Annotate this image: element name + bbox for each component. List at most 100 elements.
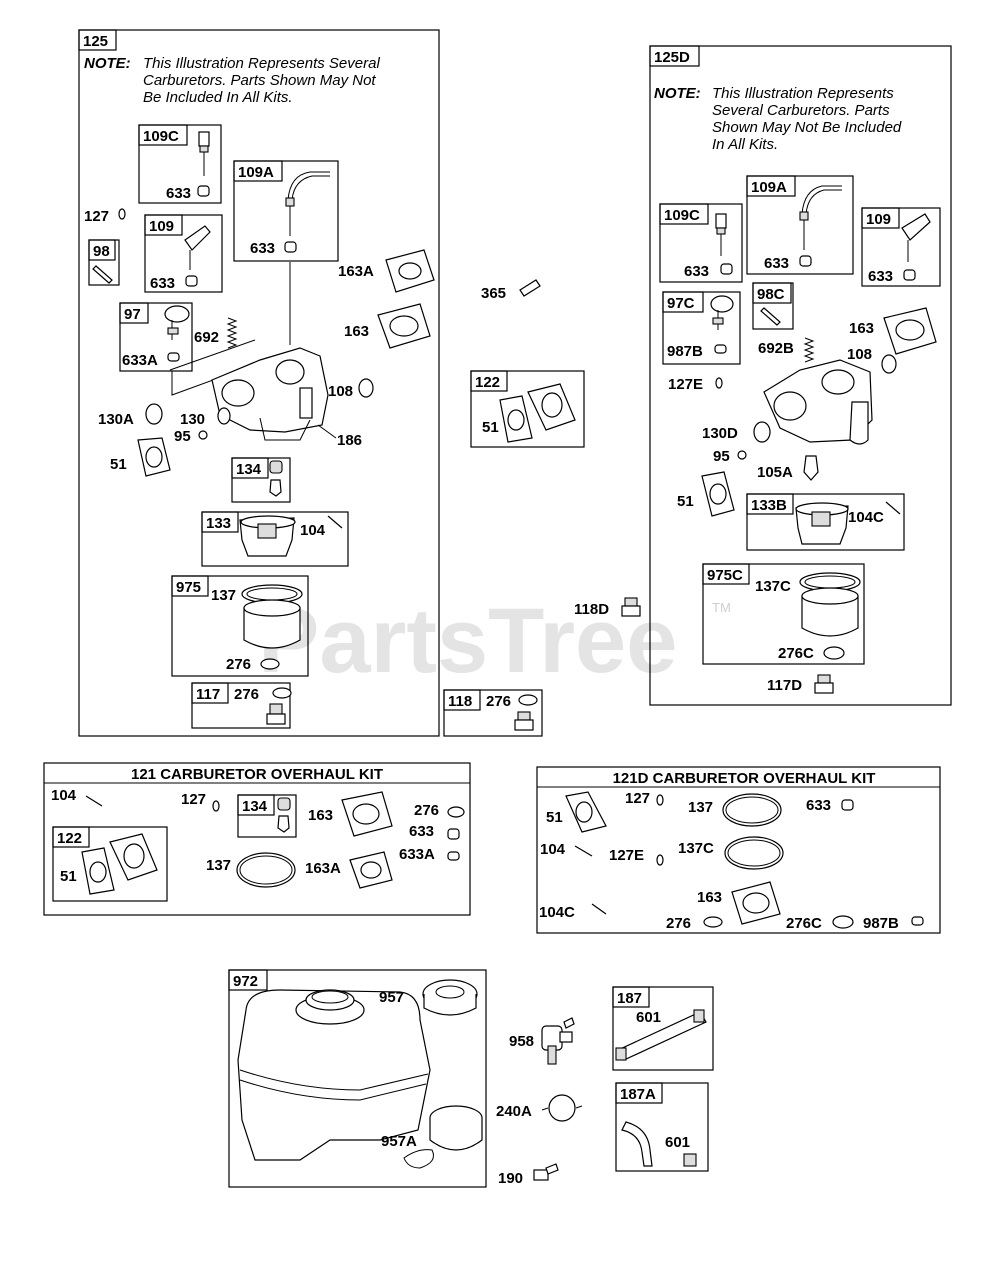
box-109a	[746, 175, 854, 275]
o-ring-icon	[236, 852, 296, 888]
label-137: 137	[688, 799, 713, 816]
assembly-125-note-line-2: Carburetors. Parts Shown May Not	[143, 72, 376, 89]
label-601: 601	[636, 1009, 661, 1026]
o-ring-inner	[727, 839, 781, 867]
washer-icon	[272, 687, 292, 699]
label-130a: 130A	[98, 411, 134, 428]
screw-icon	[737, 450, 747, 460]
assembly-125d-note-bold: NOTE:	[654, 85, 701, 102]
bowl-screw-icon	[814, 674, 834, 694]
label-127: 127	[625, 790, 650, 807]
watermark-tm: TM	[712, 600, 731, 615]
assembly-125d: 125D NOTE: This Illustration Represents …	[649, 45, 952, 706]
gasket-icon	[883, 307, 937, 355]
box-109a	[233, 160, 339, 262]
label-240a: 240A	[496, 1103, 532, 1120]
valve-icon	[164, 305, 190, 340]
pin-icon	[885, 501, 901, 515]
box-97-tag-frame	[119, 302, 149, 324]
spacer-icon	[499, 383, 576, 443]
box-187a-tag-frame	[615, 1082, 663, 1104]
throttle-lever-icon	[799, 185, 842, 250]
kit-121-title: 121 CARBURETOR OVERHAUL KIT	[131, 766, 383, 783]
box-97	[119, 302, 193, 372]
box-133b	[746, 493, 905, 551]
label-51: 51	[546, 809, 563, 826]
label-127: 127	[181, 791, 206, 808]
label-692b: 692B	[758, 340, 794, 357]
label-137c: 137C	[755, 578, 791, 595]
kit-121d-title: 121D CARBURETOR OVERHAUL KIT	[613, 770, 876, 787]
label-163a: 163A	[305, 860, 341, 877]
label-51: 51	[677, 493, 694, 510]
box-117	[191, 682, 291, 729]
screw-icon	[92, 265, 113, 284]
box-117-tag-frame	[191, 682, 229, 704]
label-130: 130	[180, 411, 205, 428]
seal-icon	[447, 828, 460, 840]
label-130d: 130D	[702, 425, 738, 442]
seal-icon	[903, 269, 916, 281]
float-bowl-icon	[799, 572, 861, 637]
box-122	[470, 370, 585, 448]
assembly-125-note-line-3: Be Included In All Kits.	[143, 89, 293, 106]
label-276c: 276C	[778, 645, 814, 662]
pin-icon	[327, 515, 343, 529]
label-163: 163	[308, 807, 333, 824]
assembly-125-note-bold: NOTE:	[84, 55, 131, 72]
label-51: 51	[110, 456, 127, 473]
valve-plate-icon	[145, 403, 163, 425]
box-98-tag: 98	[93, 243, 110, 260]
label-104: 104	[51, 787, 77, 804]
box-109a-tag-frame	[233, 160, 283, 182]
box-187a-tag: 187A	[620, 1086, 656, 1103]
seal-icon	[720, 263, 733, 275]
box-109a-tag: 109A	[238, 164, 274, 181]
fuel-tank-icon	[237, 989, 431, 1161]
fuel-lines: 187 601 187A 601	[612, 986, 714, 1172]
label-633: 633	[684, 263, 709, 280]
label-163a: 163A	[338, 263, 374, 280]
label-276c: 276C	[786, 915, 822, 932]
box-109	[861, 207, 941, 287]
pin-icon	[591, 903, 607, 915]
box-187	[612, 986, 714, 1071]
box-972-tag: 972	[233, 973, 258, 990]
assembly-125-tag-box	[78, 29, 117, 51]
gasket-icon	[731, 881, 781, 925]
label-601: 601	[665, 1134, 690, 1151]
bowl-screw-icon	[514, 711, 534, 731]
throttle-lever-icon	[285, 171, 330, 236]
valve-plate-icon	[217, 407, 231, 425]
box-975-tag-frame	[171, 575, 209, 597]
box-134-tag: 134	[236, 461, 262, 478]
box-972	[228, 969, 487, 1188]
assembly-125-frame	[78, 29, 440, 737]
fuel-filter-icon	[541, 1094, 583, 1122]
box-972-tag-frame	[228, 969, 268, 991]
spacer-icon	[81, 833, 158, 895]
fitting-icon	[533, 1163, 559, 1181]
label-958: 958	[509, 1033, 534, 1050]
box-109c-tag: 109C	[143, 128, 179, 145]
pin-icon	[574, 845, 593, 857]
screw-icon	[760, 307, 781, 326]
gasket-icon	[565, 791, 607, 833]
screw-icon	[198, 430, 208, 440]
gasket-icon	[341, 791, 393, 837]
label-127e: 127E	[609, 847, 644, 864]
ring-icon	[212, 800, 220, 812]
spring-icon	[803, 337, 815, 363]
box-975	[171, 575, 309, 677]
label-118d: 118D	[574, 601, 609, 618]
fuel-line-icon	[615, 1009, 707, 1061]
needle-seat-icon	[277, 797, 291, 833]
box-118	[443, 689, 543, 737]
ring-icon	[715, 377, 723, 389]
label-137: 137	[206, 857, 231, 874]
kit-121: 121 CARBURETOR OVERHAUL KIT 104 127 134 …	[43, 762, 471, 916]
box-98c-tag-frame	[752, 282, 792, 304]
box-98-tag-frame	[88, 239, 116, 261]
